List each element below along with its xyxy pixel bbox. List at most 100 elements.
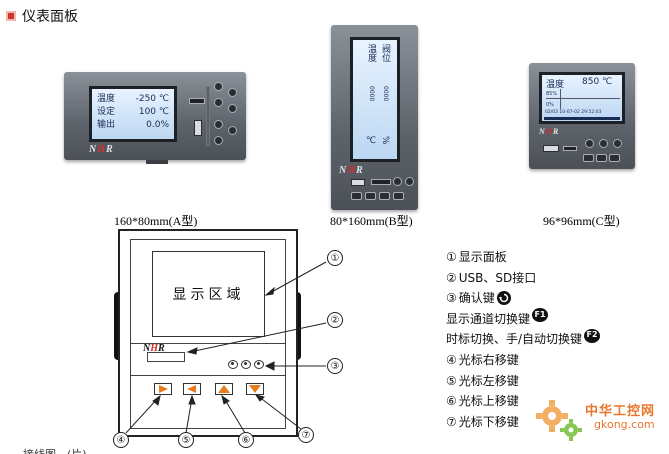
watermark-url: gkong.com bbox=[594, 418, 655, 431]
diagram-brand: NHR bbox=[143, 343, 165, 354]
diagram-up-key bbox=[215, 383, 233, 395]
meter-a-row: 设定 100 ℃ bbox=[97, 106, 169, 119]
meter-b-label-2: 温度 bbox=[366, 44, 376, 62]
diagram-divider bbox=[130, 375, 286, 376]
watermark-site: 中华工控网 bbox=[585, 404, 656, 419]
meter-b-key bbox=[393, 177, 402, 186]
meter-a-row: 温度 -250 ℃ bbox=[97, 93, 169, 106]
meter-b-unit-2: ℃ bbox=[366, 136, 376, 146]
meter-c-key bbox=[609, 154, 620, 162]
confirm-key-icon bbox=[496, 291, 511, 306]
meter-a-row-value: -250 ℃ bbox=[135, 94, 169, 104]
meter-a-key bbox=[228, 104, 237, 113]
meter-c-brand: NHR bbox=[539, 127, 560, 136]
meter-c-caption: 96*96mm(C型) bbox=[543, 214, 620, 228]
meter-a-screen: 温度 -250 ℃ 设定 100 ℃ 输出 0.0% bbox=[89, 86, 177, 142]
meter-a-stand bbox=[146, 160, 168, 164]
meter-a-key bbox=[214, 120, 223, 129]
meter-c-value: 850 ℃ bbox=[582, 77, 613, 87]
gear-icon bbox=[536, 400, 582, 441]
meter-a-sd-slot bbox=[189, 98, 205, 104]
meter-c-key bbox=[585, 139, 594, 148]
meter-b-key bbox=[351, 192, 362, 200]
diagram-round-key bbox=[254, 360, 264, 369]
diagram-right-key bbox=[154, 383, 172, 395]
meter-c-bar bbox=[544, 117, 620, 120]
meter-a-key bbox=[214, 136, 223, 145]
meter-c-small-bottom: 0% bbox=[546, 102, 554, 108]
meter-b-value-1: 0000 bbox=[382, 86, 389, 102]
diagram-round-key bbox=[241, 360, 251, 369]
meter-c-small-top: 85% bbox=[546, 91, 558, 97]
meter-b-caption: 80*160mm(B型) bbox=[330, 214, 413, 228]
meter-b-key bbox=[365, 192, 376, 200]
meter-a-key bbox=[228, 126, 237, 135]
meter-c-footer: 02/03 10-07-02 29:52:03 bbox=[545, 110, 602, 115]
callout-1: ① bbox=[327, 250, 343, 266]
meter-a-row-label: 设定 bbox=[97, 107, 116, 117]
f2-key-icon: F2 bbox=[584, 328, 601, 343]
meter-b-key bbox=[405, 177, 414, 186]
diagram-frame: 显示区域 bbox=[118, 229, 298, 437]
meter-b-brand: NHR bbox=[339, 165, 364, 176]
diagram-usb-slot bbox=[147, 352, 185, 362]
watermark: 中华工控网 gkong.com bbox=[534, 396, 664, 444]
meter-c-key bbox=[596, 154, 607, 162]
meter-c-photo: 温度 850 ℃ 85% 0% 02/03 10-07-02 29:52:03 … bbox=[529, 63, 635, 169]
diagram-display-area: 显示区域 bbox=[152, 251, 265, 337]
meter-c-key bbox=[599, 139, 608, 148]
meter-a-row-label: 输出 bbox=[97, 120, 116, 130]
meter-b-photo: 阀位 温度 0000 0000 % ℃ NHR bbox=[331, 25, 418, 210]
diagram-bezel bbox=[130, 239, 286, 429]
diagram-left-key bbox=[183, 383, 201, 395]
section-title: 仪表面板 bbox=[22, 9, 78, 25]
f1-key-icon: F1 bbox=[532, 308, 549, 323]
callout-3: ③ bbox=[327, 358, 343, 374]
meter-b-value-2: 0000 bbox=[368, 86, 375, 102]
meter-a-key bbox=[214, 98, 223, 107]
meter-a-key bbox=[214, 82, 223, 91]
callout-5: ⑤ bbox=[178, 432, 194, 448]
diagram-round-key bbox=[228, 360, 238, 369]
callout-7: ⑦ bbox=[298, 427, 314, 443]
meter-b-unit-1: % bbox=[380, 136, 390, 145]
meter-c-key bbox=[583, 154, 594, 162]
meter-b-screen: 阀位 温度 0000 0000 % ℃ bbox=[350, 37, 400, 162]
meter-a-row-value: 0.0% bbox=[146, 120, 169, 130]
meter-b-label-1: 阀位 bbox=[380, 44, 390, 62]
meter-b-key bbox=[393, 192, 404, 200]
meter-b-sd-slot bbox=[371, 179, 391, 185]
callout-4: ④ bbox=[113, 432, 129, 448]
meter-c-usb-port bbox=[543, 145, 559, 152]
meter-a-usb-port bbox=[194, 120, 202, 136]
callout-6: ⑥ bbox=[238, 432, 254, 448]
meter-c-screen: 温度 850 ℃ 85% 0% 02/03 10-07-02 29:52:03 bbox=[539, 72, 625, 124]
diagram-down-key bbox=[246, 383, 264, 395]
meter-a-row-value: 100 ℃ bbox=[138, 107, 169, 117]
meter-c-trend-line bbox=[546, 98, 620, 99]
meter-c-label: 温度 bbox=[546, 80, 565, 90]
meter-a-divider bbox=[206, 86, 210, 146]
callout-2: ② bbox=[327, 312, 343, 328]
meter-a-row-label: 温度 bbox=[97, 94, 116, 104]
meter-a-caption: 160*80mm(A型) bbox=[114, 214, 198, 228]
meter-b-key bbox=[379, 192, 390, 200]
bullet-icon bbox=[6, 11, 16, 21]
diagram-divider bbox=[130, 343, 286, 344]
meter-c-trend-axis bbox=[560, 89, 561, 109]
meter-a-row: 输出 0.0% bbox=[97, 119, 169, 132]
section-header: 仪表面板 bbox=[6, 6, 78, 26]
cut-off-caption: …接线图…(片) bbox=[12, 446, 87, 454]
